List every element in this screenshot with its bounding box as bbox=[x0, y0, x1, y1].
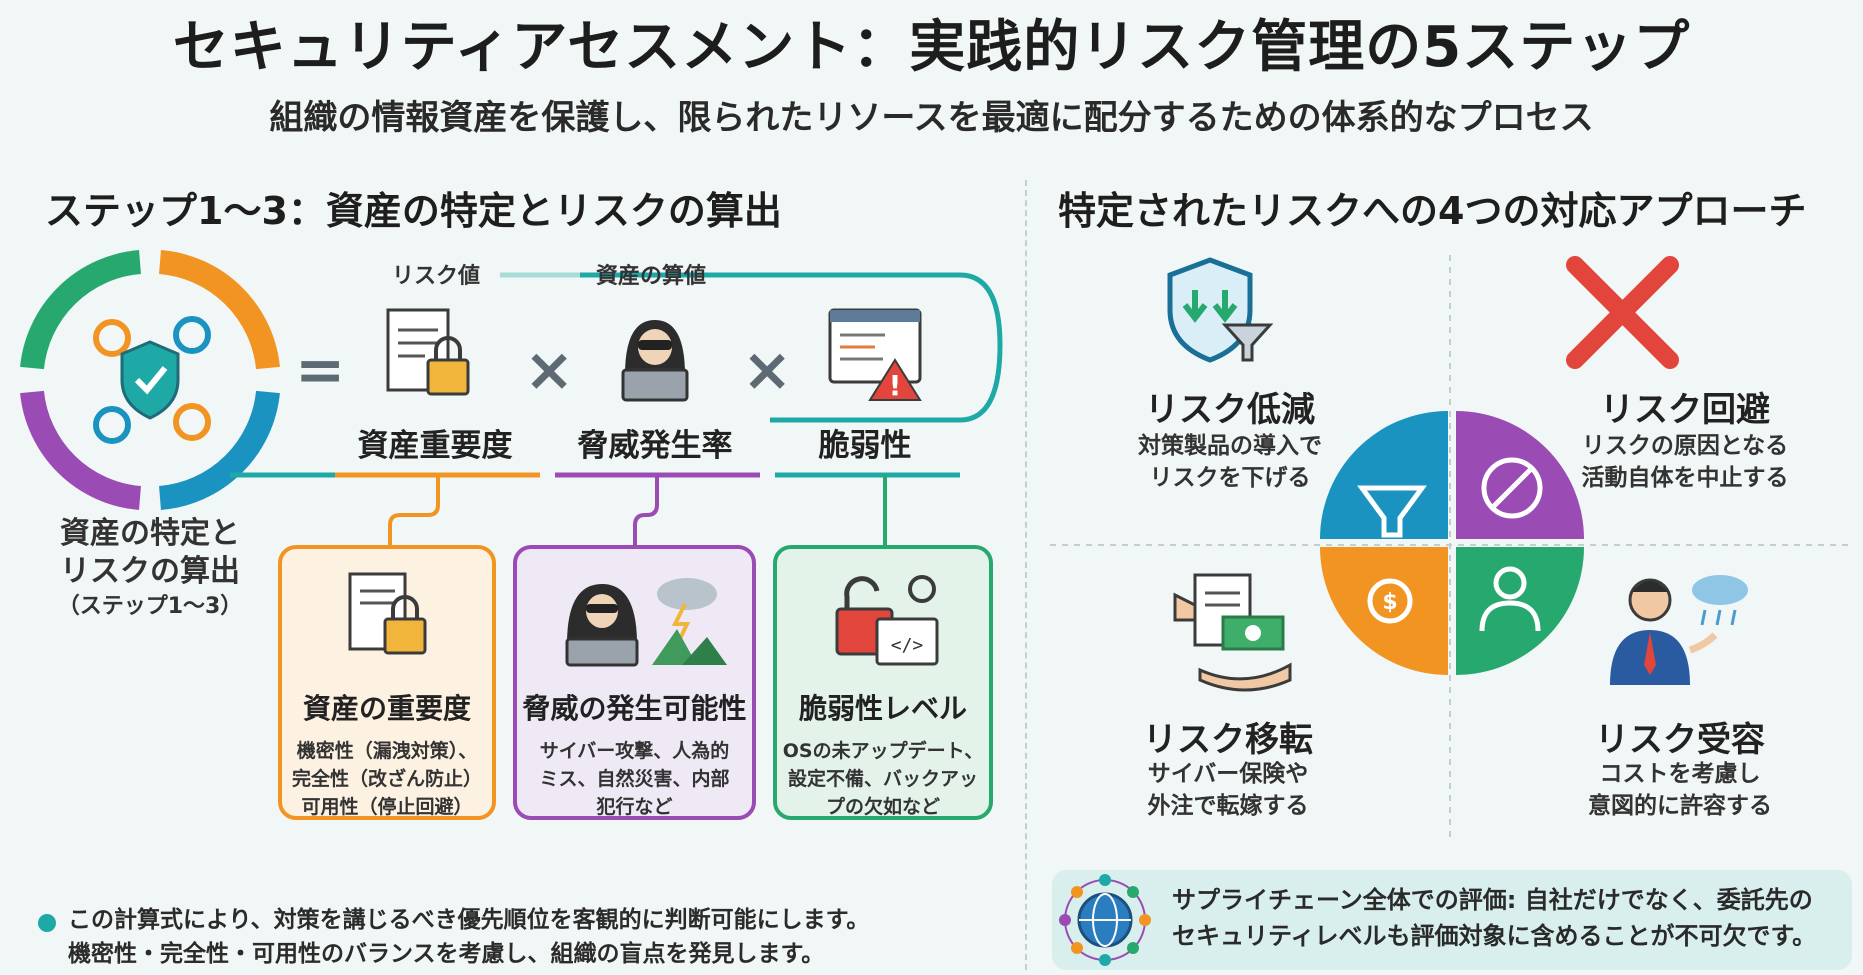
approach-accept-desc: コストを考慮し 意図的に許容する bbox=[1560, 758, 1800, 822]
cycle-ring bbox=[20, 250, 280, 510]
right-section-title: 特定されたリスクへの4つの対応アプローチ bbox=[1058, 189, 1807, 233]
note-line: この計算式により、対策を講じるべき優先順位を客観的に判断可能にします。 bbox=[68, 907, 870, 933]
approach-line: リスクの原因となる bbox=[1581, 433, 1789, 459]
card-title: 脆弱性レベル bbox=[798, 692, 967, 725]
svg-text:!: ! bbox=[889, 369, 902, 402]
gear-icon bbox=[93, 316, 211, 444]
approach-avoid-title: リスク回避 bbox=[1600, 390, 1770, 430]
cycle-caption: 資産の特定と リスクの算出 （ステップ1〜3） bbox=[40, 515, 260, 623]
factor-threat-rate: 脅威発生率 bbox=[577, 428, 733, 464]
svg-text:$: $ bbox=[1382, 590, 1397, 615]
asset-value-label: 資産の算値 bbox=[596, 264, 707, 289]
hacker-storm-icon bbox=[565, 578, 727, 667]
equals-sign: = bbox=[295, 335, 346, 405]
card-threat-probability: 脅威の発生可能性 サイバー攻撃、人為的 ミス、自然災害、内部 犯行など bbox=[513, 545, 756, 820]
approach-transfer-desc: サイバー保険や 外注で転嫁する bbox=[1108, 758, 1348, 822]
card-title: 脅威の発生可能性 bbox=[522, 692, 747, 725]
card-line: 機密性（漏洩対策）、 bbox=[296, 740, 478, 762]
approach-accept-title: リスク受容 bbox=[1595, 720, 1765, 760]
factor-vulnerability: 脆弱性 bbox=[818, 428, 912, 464]
supply-line: セキュリティレベルも評価対象に含めることが不可欠です。 bbox=[1172, 922, 1817, 950]
approach-quadrant: $ bbox=[1050, 255, 1850, 840]
card-vulnerability-level: </> 脆弱性レベル OSの未アップデート、 設定不備、バックアッ プの欠如など bbox=[773, 545, 993, 820]
approach-line: 外注で転嫁する bbox=[1147, 793, 1309, 819]
approach-line: サイバー保険や bbox=[1147, 761, 1309, 787]
factor-asset-importance: 資産重要度 bbox=[357, 428, 513, 464]
close-icon bbox=[1566, 256, 1679, 369]
approach-line: リスクを下げる bbox=[1149, 465, 1311, 491]
card-line: 犯行など bbox=[596, 796, 673, 818]
approach-transfer-title: リスク移転 bbox=[1143, 720, 1313, 760]
code-warning-icon: ! bbox=[828, 308, 922, 402]
supply-line: サプライチェーン全体での評価: 自社だけでなく、委託先の bbox=[1172, 886, 1813, 914]
approach-line: 対策製品の導入で bbox=[1138, 433, 1322, 459]
card-body: OSの未アップデート、 設定不備、バックアッ プの欠如など bbox=[777, 737, 989, 821]
hacker-icon bbox=[621, 320, 689, 402]
page-subtitle: 組織の情報資産を保護し、限られたリソースを最適に配分するための体系的なプロセス bbox=[269, 98, 1594, 138]
page-title: セキュリティアセスメント：実践的リスク管理の5ステップ bbox=[172, 15, 1691, 80]
card-line: OSの未アップデート、 bbox=[782, 740, 984, 762]
left-section-title: ステップ1〜3：資産の特定とリスクの算出 bbox=[45, 189, 782, 233]
shield-icon bbox=[120, 340, 180, 420]
approach-reduce-desc: 対策製品の導入で リスクを下げる bbox=[1110, 430, 1350, 494]
document-lock-icon bbox=[386, 308, 470, 396]
globe-network-icon bbox=[1059, 874, 1151, 966]
card-body: 機密性（漏洩対策）、 完全性（改ざん防止） 可用性（停止回避） bbox=[282, 737, 492, 821]
svg-text:</>: </> bbox=[891, 635, 924, 656]
supply-chain-text: サプライチェーン全体での評価: 自社だけでなく、委託先の セキュリティレベルも評… bbox=[1172, 882, 1816, 954]
times-sign: × bbox=[742, 335, 793, 405]
bullet-dot bbox=[38, 914, 56, 932]
approach-avoid-desc: リスクの原因となる 活動自体を中止する bbox=[1565, 430, 1805, 494]
card-line: 完全性（改ざん防止） bbox=[291, 768, 482, 790]
approach-line: 意図的に許容する bbox=[1588, 793, 1772, 819]
card-line: ミス、自然災害、内部 bbox=[539, 768, 730, 790]
person-rain-icon bbox=[1610, 575, 1748, 685]
card-title: 資産の重要度 bbox=[302, 692, 471, 725]
approach-reduce-title: リスク低減 bbox=[1145, 390, 1315, 430]
unlocked-code-icon: </> bbox=[835, 575, 939, 666]
document-lock-icon bbox=[348, 572, 427, 655]
approach-pie: $ bbox=[1320, 411, 1584, 675]
section-divider bbox=[1025, 180, 1027, 970]
cycle-caption-step: （ステップ1〜3） bbox=[57, 594, 243, 619]
cycle-caption-line: 資産の特定と bbox=[60, 516, 240, 551]
risk-value-label: リスク値 bbox=[392, 264, 481, 289]
times-sign: × bbox=[524, 335, 575, 405]
card-line: 設定不備、バックアッ bbox=[787, 768, 978, 790]
cycle-caption-line: リスクの算出 bbox=[60, 554, 240, 589]
bottom-note: この計算式により、対策を講じるべき優先順位を客観的に判断可能にします。 機密性・… bbox=[68, 903, 869, 971]
card-body: サイバー攻撃、人為的 ミス、自然災害、内部 犯行など bbox=[517, 737, 752, 821]
approach-line: 活動自体を中止する bbox=[1581, 465, 1789, 491]
hand-document-icon bbox=[1173, 573, 1292, 692]
card-line: プの欠如など bbox=[825, 796, 940, 818]
card-line: サイバー攻撃、人為的 bbox=[539, 740, 730, 762]
formula-diagram bbox=[20, 250, 1003, 550]
shield-funnel-icon bbox=[1167, 257, 1274, 363]
card-line: 可用性（停止回避） bbox=[301, 796, 473, 818]
approach-line: コストを考慮し bbox=[1599, 761, 1761, 787]
supply-chain-box bbox=[1052, 870, 1852, 970]
note-line: 機密性・完全性・可用性のバランスを考慮し、組織の盲点を発見します。 bbox=[68, 941, 825, 967]
card-asset-importance: 資産の重要度 機密性（漏洩対策）、 完全性（改ざん防止） 可用性（停止回避） bbox=[278, 545, 496, 820]
